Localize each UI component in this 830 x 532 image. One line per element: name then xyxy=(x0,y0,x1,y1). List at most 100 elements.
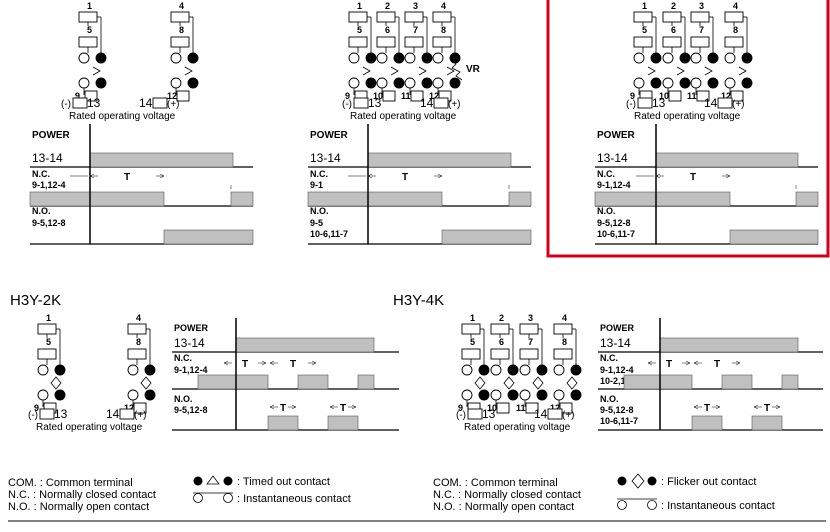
nc-terminals: 9-1,12-4 xyxy=(32,180,66,190)
time-marker: T xyxy=(693,403,721,414)
terminal-box xyxy=(432,11,452,23)
arrowhead xyxy=(715,404,721,410)
terminal-number: 5 xyxy=(357,25,362,35)
terminal-number: 3 xyxy=(528,313,533,323)
time-marker: T xyxy=(693,359,741,370)
no-bar xyxy=(163,229,254,245)
arrowhead xyxy=(223,360,229,366)
no-terminals: 10-6,11-7 xyxy=(310,229,348,239)
no-label: N.O. xyxy=(597,206,616,216)
no-bar-1 xyxy=(267,415,299,431)
legend-timed: : Timed out contact xyxy=(237,476,330,488)
terminal-number: 12 xyxy=(550,403,560,413)
time-label: T xyxy=(290,359,296,370)
terminal-number: 1 xyxy=(357,1,362,11)
arrowhead xyxy=(693,360,699,366)
timed-arrow xyxy=(738,66,747,76)
no-bar-2 xyxy=(751,415,783,431)
nc-bar-1 xyxy=(197,374,269,390)
nc-terminals: 9-1,12-4 xyxy=(600,365,634,375)
plus-label: (+) xyxy=(134,410,147,421)
contact-closed xyxy=(393,52,405,64)
contact-open xyxy=(461,389,473,401)
arrowhead xyxy=(437,173,443,179)
contact-open xyxy=(690,77,702,89)
legend-no-right: N.O. : Normally open contact xyxy=(433,501,574,513)
terminal-box xyxy=(730,90,744,102)
terminal-box xyxy=(724,36,744,48)
arrowhead xyxy=(261,360,267,366)
plus-label: (+) xyxy=(167,99,180,110)
legend-inst-right: : Instantaneous contact xyxy=(661,500,775,512)
terminal-number: 6 xyxy=(499,337,504,347)
nc-bar-1 xyxy=(29,191,165,207)
contact-open xyxy=(633,77,645,89)
nc-bar-2 xyxy=(297,374,329,390)
terminal-box xyxy=(37,323,57,335)
arrowhead xyxy=(159,173,165,179)
terminal-box xyxy=(690,36,710,48)
contact-open xyxy=(376,52,388,64)
plus-label: (+) xyxy=(732,99,745,110)
power-label: POWER xyxy=(174,323,209,333)
power-terminals: 13-14 xyxy=(600,336,631,350)
contact-closed xyxy=(741,77,753,89)
contact-open xyxy=(37,364,49,376)
contact-closed xyxy=(478,364,490,376)
contact-open xyxy=(432,77,444,89)
terminal-box xyxy=(559,402,573,414)
legend-com-right: COM. : Common terminal xyxy=(433,477,558,489)
terminal-box xyxy=(662,11,682,23)
terminal-box xyxy=(410,90,424,102)
terminal-box xyxy=(553,348,573,360)
terminal-number: 5 xyxy=(46,337,51,347)
timed-arrow xyxy=(647,66,656,76)
no-label: N.O. xyxy=(600,394,619,404)
nc-bar-3 xyxy=(357,374,375,390)
arrowhead xyxy=(735,360,741,366)
contact-open xyxy=(724,52,736,64)
power-terminals: 13-14 xyxy=(32,151,63,165)
contact-closed xyxy=(507,389,519,401)
terminal-box xyxy=(461,348,481,360)
contact-closed xyxy=(54,364,66,376)
contact-open xyxy=(662,77,674,89)
plus-label: (+) xyxy=(448,99,461,110)
contact-open xyxy=(432,52,444,64)
terminal-box xyxy=(724,11,744,23)
terminal-number: 8 xyxy=(136,337,141,347)
terminal-box xyxy=(525,402,539,414)
terminal-box xyxy=(348,36,368,48)
terminal-box xyxy=(404,11,424,23)
no-bar-1 xyxy=(691,415,723,431)
time-marker: T xyxy=(655,172,731,183)
terminal-box xyxy=(78,36,98,48)
terminal-number: 12 xyxy=(167,91,177,101)
contact-open xyxy=(490,389,502,401)
timed-arrow xyxy=(390,66,399,76)
timed-arrow xyxy=(92,66,101,76)
terminal-number: 9 xyxy=(458,403,463,413)
nc-label: N.C. xyxy=(174,353,192,363)
relay-unit: 159 xyxy=(75,1,107,102)
nc-bar-1 xyxy=(594,191,731,207)
minus-label: (-) xyxy=(61,99,71,110)
no-terminals: 9-5,12-8 xyxy=(174,405,208,415)
terminal-number: 6 xyxy=(671,25,676,35)
terminal-number: 7 xyxy=(699,25,704,35)
power-terminals: 13-14 xyxy=(174,336,205,350)
rated-voltage-label: Rated operating voltage xyxy=(36,422,143,433)
contact-closed xyxy=(507,364,519,376)
contact-closed xyxy=(144,364,156,376)
rated-voltage-label: Rated operating voltage xyxy=(634,111,741,122)
power-bar xyxy=(659,337,799,353)
terminal-number: 1 xyxy=(642,1,647,11)
terminal-box xyxy=(127,323,147,335)
terminal-number: 7 xyxy=(528,337,533,347)
